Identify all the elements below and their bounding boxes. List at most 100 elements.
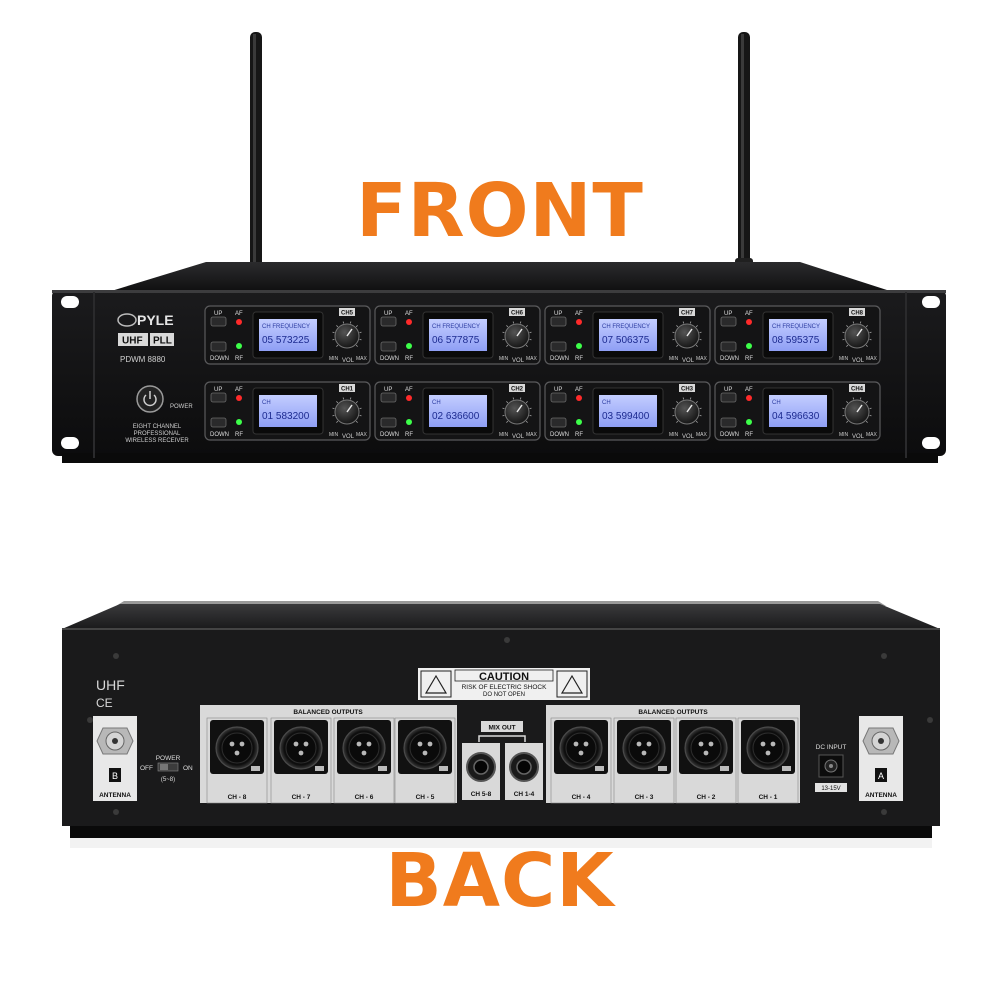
channel-tag	[679, 308, 695, 316]
xlr-channel-label: CH - 6	[355, 794, 374, 801]
antenna-b-port[interactable]: B ANTENNA	[93, 716, 137, 801]
power-button[interactable]	[136, 385, 164, 413]
xlr-output-jack[interactable]: CH - 1	[737, 717, 799, 804]
knob-tick	[846, 344, 849, 347]
knob-tick	[672, 407, 675, 410]
dc-input[interactable]: DC INPUT 13-15V	[815, 744, 847, 792]
knob-tick	[676, 344, 679, 347]
desc-line-2: PROFESSIONAL	[134, 431, 181, 437]
knob-tick	[672, 414, 675, 417]
vol-label: VOL	[342, 434, 355, 440]
knob-pointer	[856, 328, 863, 337]
xlr-output-jack[interactable]: CH - 2	[675, 717, 737, 804]
down-button[interactable]	[210, 341, 227, 352]
max-label: MAX	[696, 432, 708, 438]
up-button[interactable]	[210, 316, 227, 327]
mix-out-jack-5-8[interactable]	[466, 752, 496, 782]
xlr-output-jack[interactable]: CH - 6	[333, 717, 395, 804]
channel-tag	[509, 308, 525, 316]
knob-tick	[695, 420, 698, 423]
up-button[interactable]	[210, 392, 227, 403]
channel-tag	[339, 384, 355, 392]
up-button[interactable]	[720, 316, 737, 327]
down-label: DOWN	[380, 432, 399, 438]
xlr-insert	[409, 732, 441, 764]
caution-line-1: RISK OF ELECTRIC SHOCK	[462, 684, 548, 691]
knob-tick	[869, 331, 872, 334]
floor-reflection	[70, 838, 932, 848]
knob-tick	[529, 331, 532, 334]
knob-tick	[529, 338, 532, 341]
caution-line-2: DO NOT OPEN	[483, 692, 525, 698]
knob-tick	[529, 414, 532, 417]
mix-out-jack-1-4[interactable]	[509, 752, 539, 782]
power-label: POWER	[170, 404, 193, 410]
up-button[interactable]	[380, 392, 397, 403]
xlr-output-jack[interactable]: CH - 5	[394, 717, 456, 804]
brand-name: PYLE	[137, 312, 174, 328]
knob-tick	[672, 331, 675, 334]
knob-tick	[682, 321, 685, 324]
vol-label: VOL	[342, 358, 355, 364]
jack-cell	[675, 717, 737, 804]
down-button[interactable]	[720, 417, 737, 428]
xlr-pin	[422, 750, 428, 756]
max-label: MAX	[526, 432, 538, 438]
knob-tick	[336, 420, 339, 423]
xlr-channel-label: CH - 7	[292, 794, 311, 801]
mix-out-label: MIX OUT	[488, 725, 515, 732]
knob-pointer	[516, 404, 523, 413]
xlr-pin	[293, 741, 299, 747]
desc-line-3: WIRELESS RECEIVER	[125, 438, 189, 444]
rf-label: RF	[575, 356, 583, 362]
antenna-left	[247, 32, 265, 296]
xlr-output-jack[interactable]: CH - 4	[550, 717, 612, 804]
knob-tick	[336, 325, 339, 328]
down-button[interactable]	[550, 341, 567, 352]
up-button[interactable]	[550, 392, 567, 403]
knob-tick	[695, 401, 698, 404]
lcd-screen	[599, 395, 657, 427]
xlr-latch	[595, 766, 604, 771]
af-label: AF	[405, 311, 413, 317]
left-balanced-outputs-label: BALANCED OUTPUTS	[293, 709, 363, 716]
xlr-insert	[752, 732, 784, 764]
back-chassis	[62, 601, 940, 838]
af-led	[576, 319, 582, 325]
lcd-screen	[769, 319, 827, 351]
vol-label: VOL	[512, 434, 525, 440]
xlr-output-jack[interactable]: CH - 3	[613, 717, 675, 804]
knob-tick	[502, 414, 505, 417]
xlr-latch	[658, 766, 667, 771]
down-button[interactable]	[720, 341, 737, 352]
down-button[interactable]	[380, 417, 397, 428]
brand-logo: PYLE	[117, 312, 174, 328]
af-led	[746, 319, 752, 325]
xlr-output-jack[interactable]: CH - 7	[270, 717, 332, 804]
channel-tag	[509, 384, 525, 392]
antenna-a-port[interactable]: A ANTENNA	[859, 716, 903, 801]
down-button[interactable]	[380, 341, 397, 352]
up-label: UP	[724, 387, 732, 393]
xlr-pin	[366, 741, 372, 747]
lcd-frequency: 07 506375	[602, 335, 650, 346]
channel-tag	[849, 384, 865, 392]
lcd-screen	[769, 395, 827, 427]
power-switch[interactable]: POWER OFF ON (5~8)	[140, 755, 193, 783]
up-button[interactable]	[720, 392, 737, 403]
xlr-output-jack[interactable]: CH - 8	[206, 717, 268, 804]
max-label: MAX	[866, 356, 878, 362]
switch-range-label: (5~8)	[161, 777, 175, 783]
lcd-header: CH FREQUENCY	[602, 324, 650, 330]
down-button[interactable]	[210, 417, 227, 428]
up-label: UP	[554, 311, 562, 317]
xlr-pin	[573, 741, 579, 747]
down-button[interactable]	[550, 417, 567, 428]
up-button[interactable]	[550, 316, 567, 327]
up-button[interactable]	[380, 316, 397, 327]
